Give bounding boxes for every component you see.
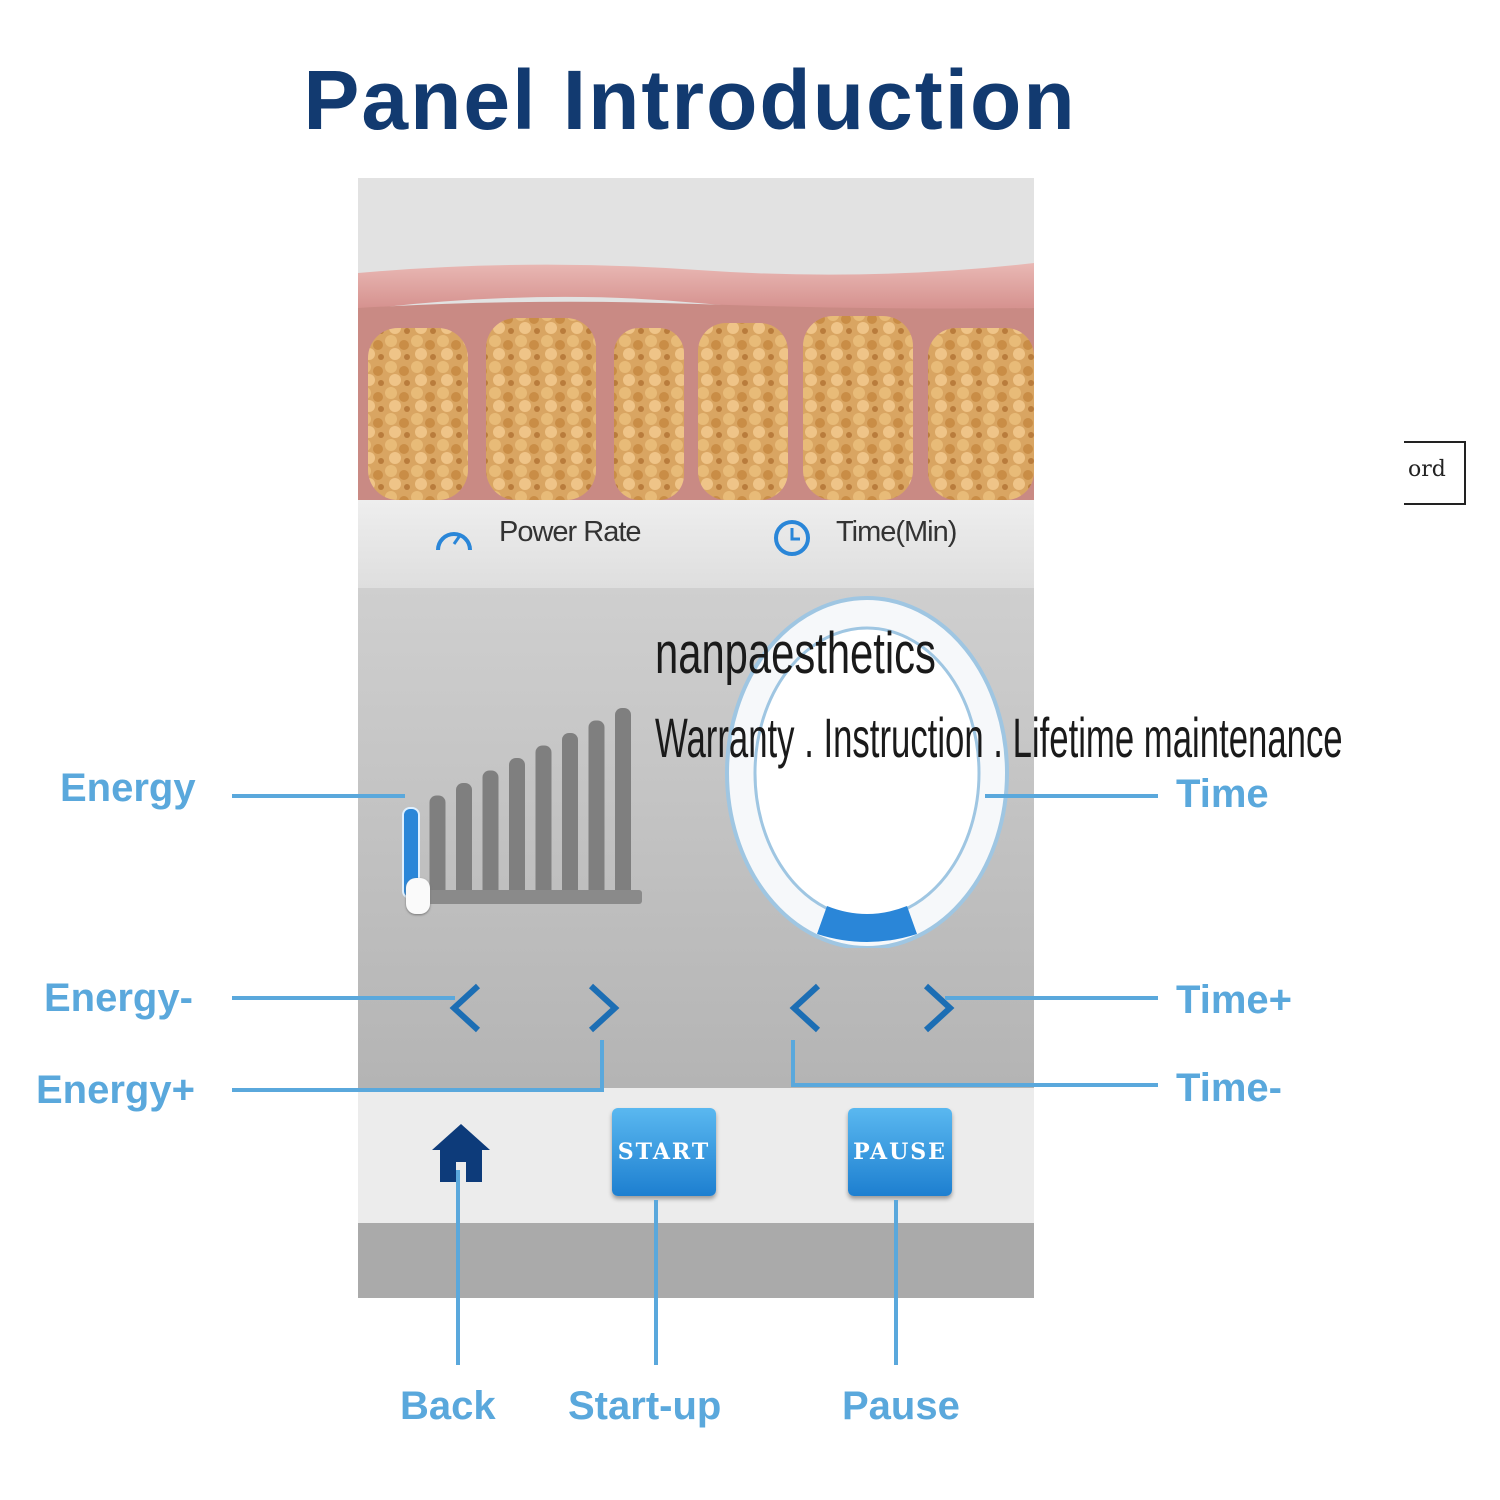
- pause-button[interactable]: PAUSE: [848, 1108, 952, 1196]
- chevron-left-icon: [789, 983, 821, 1033]
- energy-level-bar: [562, 733, 578, 898]
- power-rate-label: Power Rate: [499, 516, 642, 548]
- energy-slider-track[interactable]: [416, 890, 642, 904]
- page-title: Panel Introduction: [303, 53, 1077, 147]
- chevron-right-icon: [588, 983, 620, 1033]
- callout-startup: Start-up: [568, 1384, 722, 1428]
- time-min-label: Time(Min): [836, 516, 957, 548]
- energy-plus-button[interactable]: [573, 978, 633, 1038]
- callout-energy-plus: Energy+: [36, 1068, 195, 1112]
- watermark-brand: nanpaesthetics: [655, 621, 936, 686]
- chevron-left-icon: [449, 983, 481, 1033]
- time-dial: [725, 596, 1009, 948]
- watermark-tagline: Warranty . Instruction . Lifetime mainte…: [655, 706, 1343, 769]
- energy-level-bar: [615, 708, 631, 898]
- footer-bar: [358, 1223, 1034, 1298]
- tissue-illustration: [358, 178, 1034, 500]
- callout-energy: Energy: [60, 766, 196, 810]
- energy-level-bar: [482, 770, 499, 898]
- energy-level-bar: [509, 758, 525, 898]
- back-button[interactable]: [428, 1120, 494, 1186]
- energy-level-bar: [429, 795, 446, 898]
- energy-level-bar: [456, 783, 472, 898]
- side-fragment: ord: [1404, 441, 1466, 505]
- chevron-right-icon: [923, 983, 955, 1033]
- energy-bar-graph: [402, 708, 631, 899]
- energy-slider-handle[interactable]: [406, 878, 430, 914]
- time-plus-button[interactable]: [908, 978, 968, 1038]
- callout-energy-minus: Energy-: [44, 976, 193, 1020]
- start-button[interactable]: START: [612, 1108, 716, 1196]
- energy-level-bar: [588, 720, 605, 898]
- energy-minus-button[interactable]: [438, 978, 498, 1038]
- energy-level-bar: [535, 745, 552, 898]
- callout-back: Back: [400, 1384, 496, 1428]
- callout-time: Time: [1176, 772, 1269, 816]
- callout-pause: Pause: [842, 1384, 960, 1428]
- callout-time-plus: Time+: [1176, 978, 1292, 1022]
- time-minus-button[interactable]: [778, 978, 838, 1038]
- home-icon: [432, 1124, 490, 1182]
- callout-time-minus: Time-: [1176, 1066, 1282, 1110]
- gauge-icon: [436, 532, 472, 551]
- clock-icon: [774, 520, 810, 556]
- device-panel: Power Rate Time(Min) START PAUSE: [358, 178, 1034, 1298]
